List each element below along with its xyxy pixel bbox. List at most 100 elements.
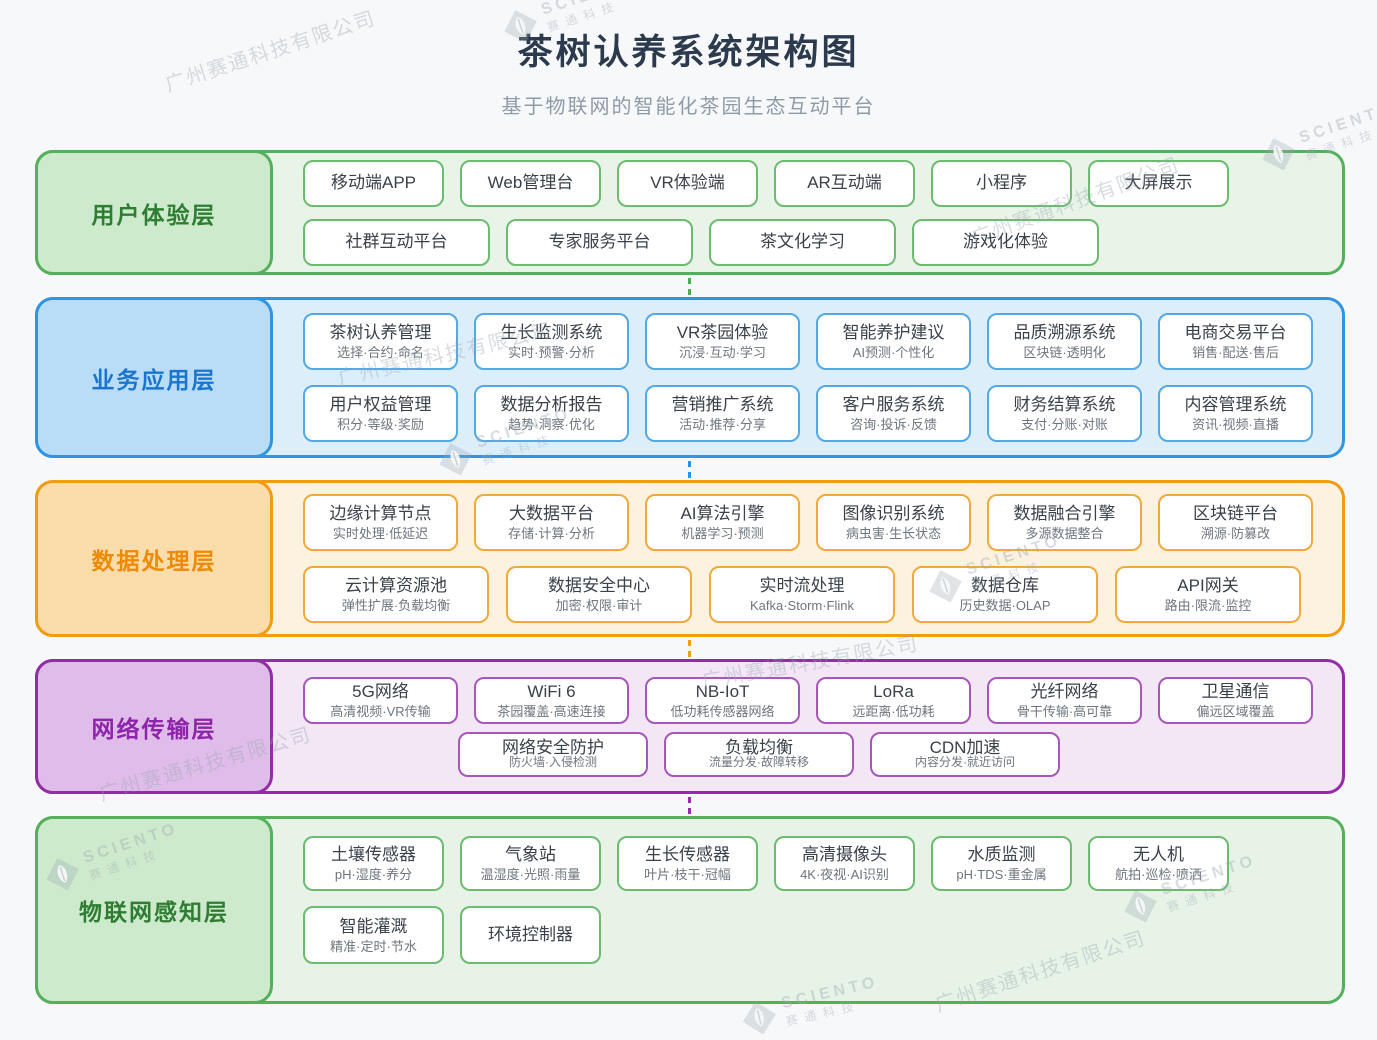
component-box: 小程序 [931,159,1072,207]
component-box: 气象站温湿度·光照·雨量 [460,836,601,891]
box-subtitle: 内容分发·就近访问 [915,754,1015,769]
layer-connector [688,797,691,814]
box-subtitle: 溯源·防篡改 [1200,526,1271,542]
component-row: 网络安全防护防火墙·入侵检测 负载均衡流量分发·故障转移 CDN加速内容分发·就近访… [458,731,1328,777]
component-box: CDN加速内容分发·就近访问 [870,731,1060,777]
layer-connector [688,461,691,478]
component-box: 大数据平台存储·计算·分析 [474,494,629,551]
box-subtitle: 历史数据·OLAP [959,598,1051,614]
component-box: 卫星通信偏远区域覆盖 [1158,676,1313,724]
box-title: 电商交易平台 [1184,323,1287,343]
box-subtitle: 活动·推荐·分享 [679,417,766,433]
box-title: 数据仓库 [971,576,1039,596]
component-box: 无人机航拍·巡检·喷洒 [1088,836,1229,891]
box-title: 移动端APP [330,173,417,193]
box-title: 气象站 [505,845,556,865]
box-subtitle: 茶园覆盖·高速连接 [497,703,606,719]
layer-label-user-experience: 用户体验层 [35,150,273,275]
box-subtitle: 沉浸·互动·学习 [679,345,766,361]
box-title: 边缘计算节点 [329,504,432,524]
box-subtitle: 实时处理·低延迟 [332,526,429,542]
box-subtitle: 实时·预警·分析 [508,345,595,361]
box-title: 用户权益管理 [329,395,432,415]
box-title: 5G网络 [352,681,409,701]
component-box: AR互动端 [774,159,915,207]
component-box: 5G网络高清视频·VR传输 [303,676,458,724]
component-box: 专家服务平台 [506,218,693,266]
box-title: 负载均衡 [725,737,793,757]
box-subtitle: 温湿度·光照·雨量 [480,867,581,883]
box-subtitle: 积分·等级·奖励 [337,417,424,433]
box-subtitle: 销售·配送·售后 [1192,345,1279,361]
component-row: 边缘计算节点实时处理·低延迟 大数据平台存储·计算·分析 AI算法引擎机器学习·预测… [303,494,1328,551]
box-title: LoRa [873,681,914,701]
box-subtitle: 存储·计算·分析 [508,526,595,542]
page-subtitle: 基于物联网的智能化茶园生态互动平台 [501,96,876,118]
box-subtitle: AI预测·个性化 [852,345,935,361]
box-title: NB-IoT [695,681,750,701]
box-title: 智能灌溉 [339,916,408,936]
component-row: 智能灌溉精准·定时·节水 环境控制器 [303,906,1328,964]
box-subtitle: 区块链·透明化 [1023,345,1106,361]
layer-label-data-processing: 数据处理层 [35,480,273,637]
box-title: 茶树认养管理 [329,323,432,343]
box-subtitle: 流量分发·故障转移 [709,754,809,769]
component-box: 茶树认养管理选择·合约·命名 [303,313,458,370]
box-title: 内容管理系统 [1184,395,1287,415]
component-box: 云计算资源池弹性扩展·负载均衡 [303,566,489,623]
component-row: 用户权益管理积分·等级·奖励数据分析报告趋势·洞察·优化营销推广系统活动·推荐·… [303,385,1328,442]
box-title: 环境控制器 [488,925,573,945]
component-box: NB-IoT 低功耗传感器网络 [645,676,800,724]
box-title: 卫星通信 [1201,681,1270,701]
box-subtitle: 资讯·视频·直播 [1192,417,1279,433]
layer-connector [688,278,691,295]
box-title: 财务结算系统 [1013,395,1116,415]
box-title: CDN加速 [929,737,1001,757]
box-title: 实时流处理 [759,576,845,596]
box-subtitle: 低功耗传感器网络 [670,703,775,719]
box-subtitle: 弹性扩展·负载均衡 [341,598,451,614]
box-subtitle: 支付·分账·对账 [1021,417,1108,433]
box-title: 数据分析报告 [500,395,603,415]
box-title: 光纤网络 [1030,681,1099,701]
box-subtitle: 远距离·低功耗 [852,703,935,719]
component-box: 生长传感器叶片·枝干·冠幅 [617,836,758,891]
layer-content: 边缘计算节点实时处理·低延迟 大数据平台存储·计算·分析 AI算法引擎机器学习·预测… [303,483,1342,634]
box-subtitle: 机器学习·预测 [681,526,764,542]
box-subtitle: 病虫害·生长状态 [845,526,942,542]
box-subtitle: 航拍·巡检·喷洒 [1115,867,1202,883]
component-box: 环境控制器 [460,906,601,964]
component-box: API网关路由·限流·监控 [1115,566,1301,623]
box-title: AI算法引擎 [680,504,765,524]
box-subtitle: Kafka·Storm·Flink [749,598,855,614]
component-box: 财务结算系统支付·分账·对账 [987,385,1142,442]
box-title: 无人机 [1133,845,1184,865]
box-subtitle: 偏远区域覆盖 [1196,703,1275,719]
box-title: 云计算资源池 [345,576,447,596]
box-title: 游戏化体验 [963,232,1048,252]
box-title: 区块链平台 [1193,504,1278,524]
component-box: 数据安全中心加密·权限·审计 [506,566,692,623]
box-subtitle: 精准·定时·节水 [330,938,417,954]
box-title: 数据安全中心 [548,576,650,596]
component-box: 社群互动平台 [303,218,490,266]
watermark-brand: SCIENTO [539,0,638,19]
page-title: 茶树认养系统架构图 [517,33,860,72]
component-row: 社群互动平台专家服务平台茶文化学习游戏化体验 [303,218,1328,266]
component-box: 智能灌溉精准·定时·节水 [303,906,444,964]
box-title: 数据融合引擎 [1013,504,1116,524]
box-subtitle: 4K·夜视·AI识别 [800,867,889,883]
box-subtitle: 防火墙·入侵检测 [509,754,597,769]
box-title: 网络安全防护 [502,737,604,757]
